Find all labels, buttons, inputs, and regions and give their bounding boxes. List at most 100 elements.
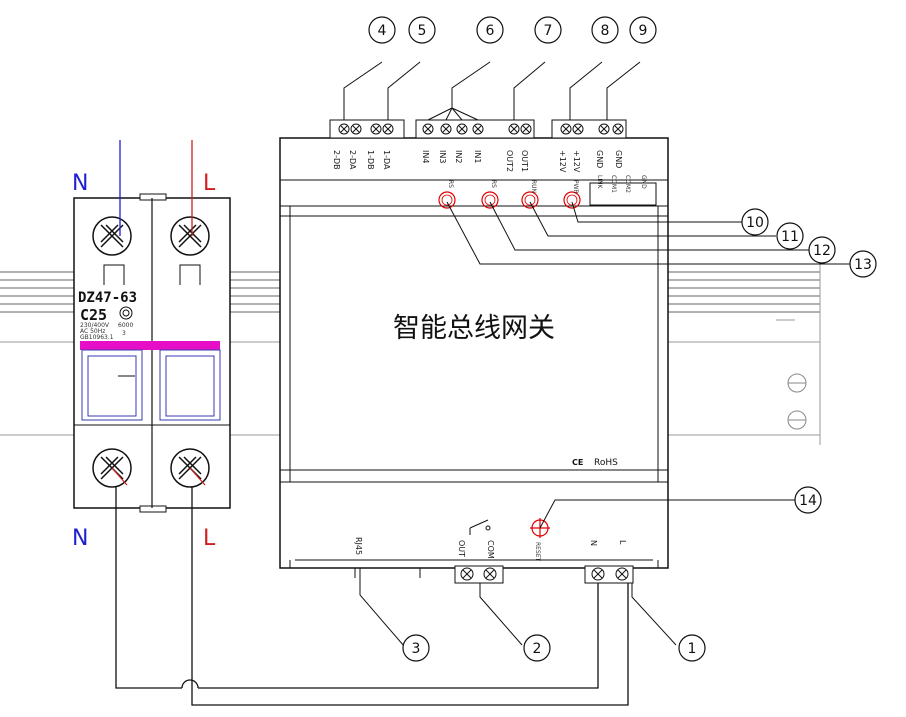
n-terminal-label: N [589, 540, 598, 546]
screw-terminal-icon [460, 567, 629, 581]
terminal-label: GND [595, 150, 604, 168]
status-leds: RS RS RUN PWR [438, 180, 581, 209]
terminal-label: 1-DA [382, 150, 391, 170]
terminal-label: GND [614, 150, 623, 168]
callout-number: 8 [601, 23, 610, 39]
terminal-label: OUT1 [520, 150, 529, 172]
screw-terminal-icon [338, 123, 350, 135]
callout-marker: 11 [776, 222, 804, 250]
led-label: RS [447, 180, 454, 188]
callout-number: 2 [533, 641, 542, 657]
out-label: OUT [457, 540, 466, 557]
screw-terminal-icon [440, 123, 452, 135]
screw-terminal-icon [572, 123, 584, 135]
callout-number: 4 [378, 23, 387, 39]
l-terminal-label: L [618, 540, 627, 545]
breaker-fine-print: 6000 [118, 322, 133, 329]
relay-switch-icon [469, 519, 491, 535]
breaker-model: DZ47-63 [78, 290, 137, 306]
neutral-bottom-label: N [72, 526, 88, 551]
terminal-label: 1-DB [366, 150, 375, 170]
ce-mark: CE [572, 458, 583, 467]
callout-marker: 7 [534, 16, 562, 44]
status-box: LINK COM1 COM2 GND [589, 175, 657, 206]
com-label: COM [486, 540, 495, 559]
rj45-label: RJ45 [354, 537, 363, 555]
callout-marker: 5 [408, 16, 436, 44]
callout-marker: 14 [794, 486, 822, 514]
breaker-fine-print: 230/400V [80, 322, 110, 329]
callout-number: 5 [418, 23, 427, 39]
led-label: RUN [530, 180, 537, 193]
callout-number: 10 [746, 215, 764, 231]
screw-terminal-icon [350, 123, 362, 135]
screw-terminal-icon [170, 216, 210, 256]
screw-terminal-icon [92, 216, 132, 256]
rail-screw-icon [787, 373, 807, 393]
reset-label: RESET [534, 542, 541, 562]
status-box-label: COM2 [624, 175, 631, 193]
callout-leaders [343, 61, 850, 647]
screw-terminal-icon [472, 123, 484, 135]
screw-terminal-icon [598, 123, 610, 135]
led-label: PWR [572, 180, 579, 194]
callout-marker: 13 [849, 250, 877, 278]
terminal-label: OUT2 [505, 150, 514, 172]
status-box-label: LINK [596, 175, 603, 190]
live-top-label: L [203, 171, 216, 196]
status-led-icon: PWR [563, 180, 581, 209]
callout-marker: 6 [476, 16, 504, 44]
breaker-fine-print: GB10963.1 [80, 334, 114, 341]
terminal-label: +12V [558, 150, 567, 173]
screw-terminal-icon [612, 123, 624, 135]
screw-terminal-icon [382, 123, 394, 135]
ccc-mark-icon [119, 306, 133, 320]
terminal-label: 2-DB [332, 150, 341, 170]
top-terminal-blocks [329, 119, 627, 139]
status-box-label: COM1 [610, 175, 617, 193]
device-title: 智能总线网关 [393, 313, 555, 344]
callout-marker: 1 [678, 634, 706, 662]
callout-number: 1 [688, 641, 697, 657]
rohs-mark: RoHS [594, 458, 618, 468]
neutral-top-label: N [72, 171, 88, 196]
screw-terminal-icon [422, 123, 434, 135]
terminal-label: IN2 [454, 150, 463, 163]
breaker-fine-print: 3 [122, 330, 126, 337]
screw-terminal-icon [560, 123, 572, 135]
breaker-fine-print: AC 50Hz [80, 328, 105, 335]
callout-marker: 9 [629, 16, 657, 44]
callout-number: 12 [813, 243, 831, 259]
circuit-breaker: DZ47-63 C25 230/400V AC 50Hz GB10963.1 6… [73, 193, 231, 513]
callout-number: 11 [781, 229, 799, 245]
callout-number: 6 [486, 23, 495, 39]
status-led-icon: RS [438, 180, 456, 209]
callout-number: 7 [544, 23, 553, 39]
callout-number: 9 [639, 23, 648, 39]
breaker-rating: C25 [80, 306, 107, 324]
callout-marker: 12 [808, 236, 836, 264]
callout-number: 14 [799, 493, 817, 509]
callout-marker: 2 [523, 634, 551, 662]
breaker-handle-bar [80, 341, 220, 350]
rail-screw-icon [787, 410, 807, 430]
live-bottom-label: L [203, 526, 216, 551]
callout-marker: 3 [402, 634, 430, 662]
screw-terminal-icon [456, 123, 468, 135]
gateway-device: 智能总线网关 CE RoHS [279, 137, 669, 578]
callout-number: 3 [412, 641, 421, 657]
screw-terminal-icon [370, 123, 382, 135]
status-box-label: GND [640, 175, 647, 189]
callout-marker: 4 [368, 16, 396, 44]
led-label: RS [490, 180, 497, 188]
terminal-label: IN4 [421, 150, 430, 163]
status-led-icon: RUN [521, 180, 539, 209]
terminal-label: IN3 [438, 150, 447, 163]
terminal-label: +12V [572, 150, 581, 173]
callout-marker: 8 [591, 16, 619, 44]
terminal-label: 2-DA [348, 150, 357, 170]
callout-marker: 10 [741, 208, 769, 236]
